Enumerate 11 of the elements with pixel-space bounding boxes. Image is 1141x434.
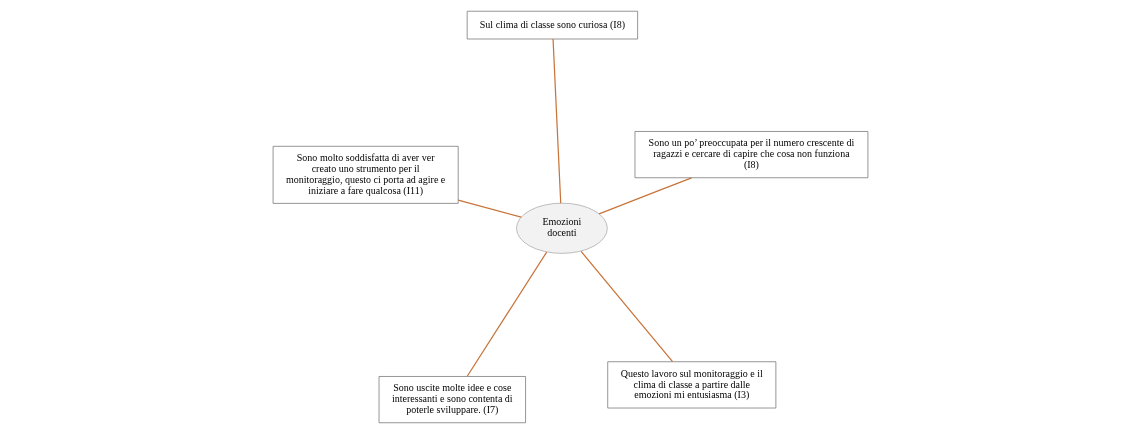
node-ellipse: Emozioni docenti [516, 202, 608, 254]
connector [552, 38, 562, 204]
node-box: Sono uscite molte idee e cose interessanti e sono contenta di poterle sviluppare. (I7) [378, 376, 526, 424]
connector [457, 199, 522, 218]
connector [598, 177, 693, 215]
node-box: Sono molto soddisfatta di aver ver creato uno strumento per il monitoraggio, questo ci porta ad agire e iniziare a fare qualcosa (I11) [272, 145, 459, 204]
node-box: Sul clima di classe sono curiosa (I8) [466, 10, 639, 40]
connector [580, 250, 674, 363]
connector [466, 251, 548, 377]
node-box: Questo lavoro sul monitoraggio e il clima di classe a partire dalle emozioni mi entusiasma (I3) [607, 361, 777, 409]
node-box: Sono un po’ preoccupata per il numero crescente di ragazzi e cercare di capire che cosa non funziona (I8) [634, 131, 869, 179]
